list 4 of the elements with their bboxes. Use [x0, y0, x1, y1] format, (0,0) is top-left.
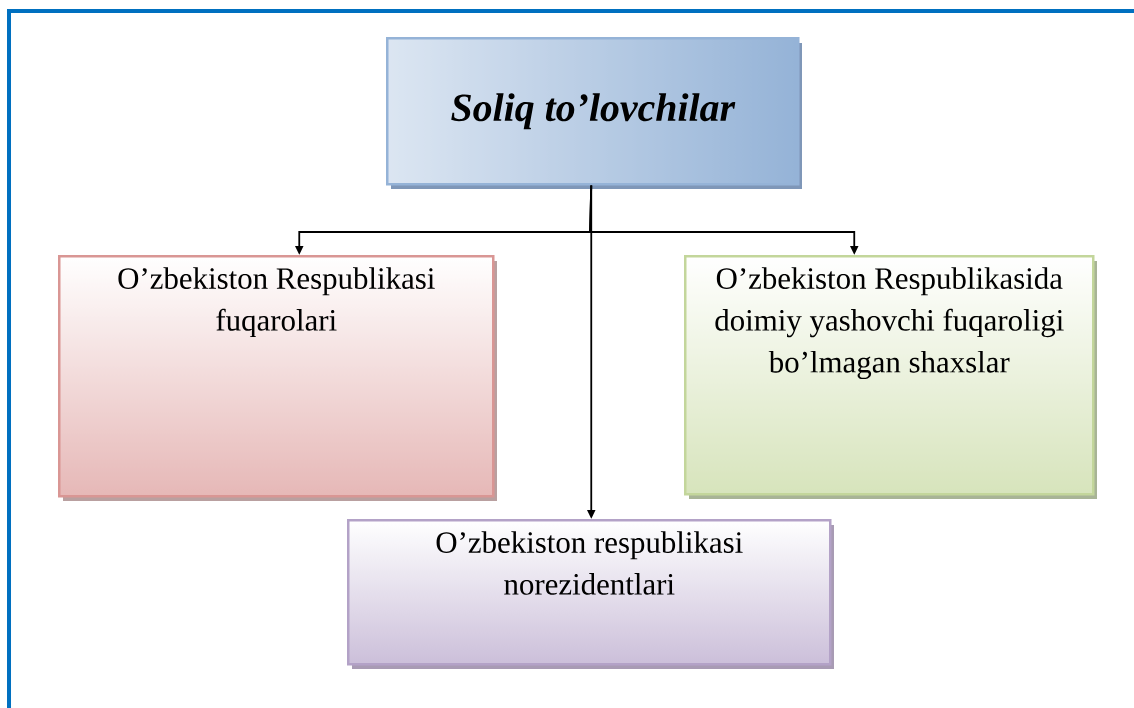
- process-box: O’zbekiston Respublikasi fuqarolari: [58, 255, 497, 501]
- process-box: O’zbekiston respublikasi norezidentlari: [347, 519, 834, 669]
- process-box: O’zbekiston Respublikasida doimiy yashovchi fuqaroligi bo’lmagan shaxslar: [684, 255, 1097, 499]
- process-box: Soliq to’lovchilar: [386, 37, 802, 189]
